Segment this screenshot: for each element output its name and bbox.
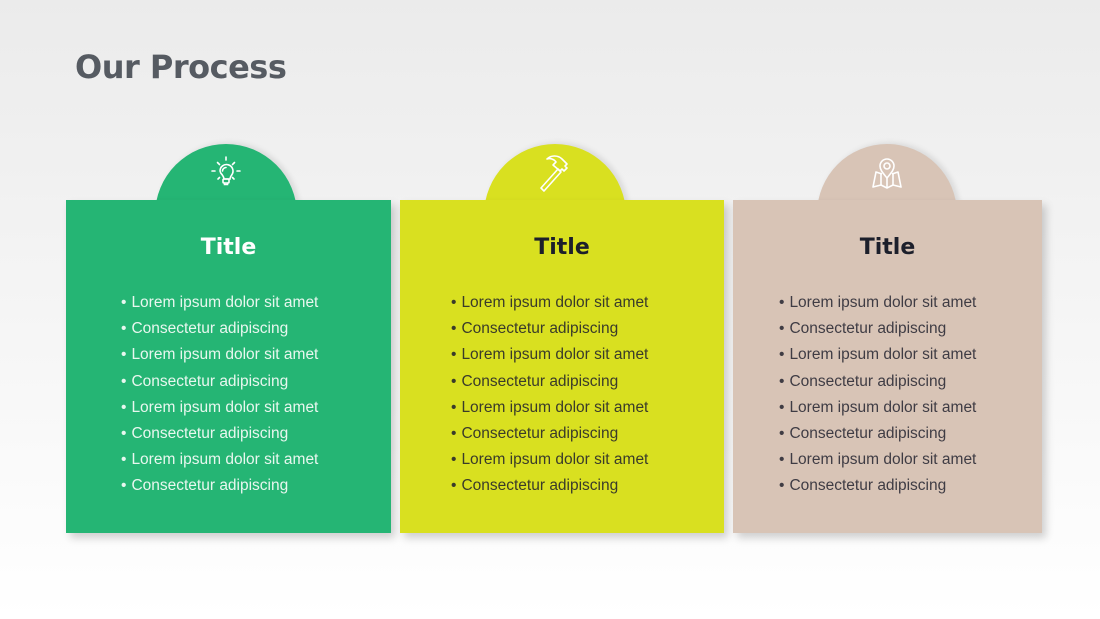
list-item: Lorem ipsum dolor sit amet xyxy=(451,290,648,316)
list-item: Consectetur adipiscing xyxy=(451,316,648,342)
list-item: Consectetur adipiscing xyxy=(451,473,648,499)
card-title: Title xyxy=(66,235,391,260)
card-bullet-list: Lorem ipsum dolor sit amet Consectetur a… xyxy=(451,290,648,500)
lightbulb-icon xyxy=(206,154,246,194)
list-item: Lorem ipsum dolor sit amet xyxy=(121,342,318,368)
list-item: Lorem ipsum dolor sit amet xyxy=(451,395,648,421)
list-item: Lorem ipsum dolor sit amet xyxy=(779,447,976,473)
hammer-icon xyxy=(535,154,575,194)
list-item: Lorem ipsum dolor sit amet xyxy=(121,447,318,473)
list-item: Consectetur adipiscing xyxy=(121,316,318,342)
list-item: Consectetur adipiscing xyxy=(779,473,976,499)
page-title: Our Process xyxy=(75,48,286,86)
list-item: Consectetur adipiscing xyxy=(121,369,318,395)
process-card-2: Title Lorem ipsum dolor sit amet Consect… xyxy=(400,200,724,533)
list-item: Lorem ipsum dolor sit amet xyxy=(451,342,648,368)
card-title: Title xyxy=(733,235,1042,260)
list-item: Consectetur adipiscing xyxy=(779,316,976,342)
list-item: Consectetur adipiscing xyxy=(121,473,318,499)
list-item: Lorem ipsum dolor sit amet xyxy=(779,342,976,368)
card-bullet-list: Lorem ipsum dolor sit amet Consectetur a… xyxy=(121,290,318,500)
list-item: Lorem ipsum dolor sit amet xyxy=(121,395,318,421)
list-item: Consectetur adipiscing xyxy=(779,369,976,395)
process-card-1: Title Lorem ipsum dolor sit amet Consect… xyxy=(66,200,391,533)
list-item: Lorem ipsum dolor sit amet xyxy=(121,290,318,316)
list-item: Lorem ipsum dolor sit amet xyxy=(779,290,976,316)
list-item: Consectetur adipiscing xyxy=(451,369,648,395)
card-title: Title xyxy=(400,235,724,260)
process-card-3: Title Lorem ipsum dolor sit amet Consect… xyxy=(733,200,1042,533)
map-pin-icon xyxy=(867,154,907,194)
list-item: Consectetur adipiscing xyxy=(779,421,976,447)
list-item: Consectetur adipiscing xyxy=(121,421,318,447)
list-item: Lorem ipsum dolor sit amet xyxy=(451,447,648,473)
list-item: Consectetur adipiscing xyxy=(451,421,648,447)
card-bullet-list: Lorem ipsum dolor sit amet Consectetur a… xyxy=(779,290,976,500)
list-item: Lorem ipsum dolor sit amet xyxy=(779,395,976,421)
